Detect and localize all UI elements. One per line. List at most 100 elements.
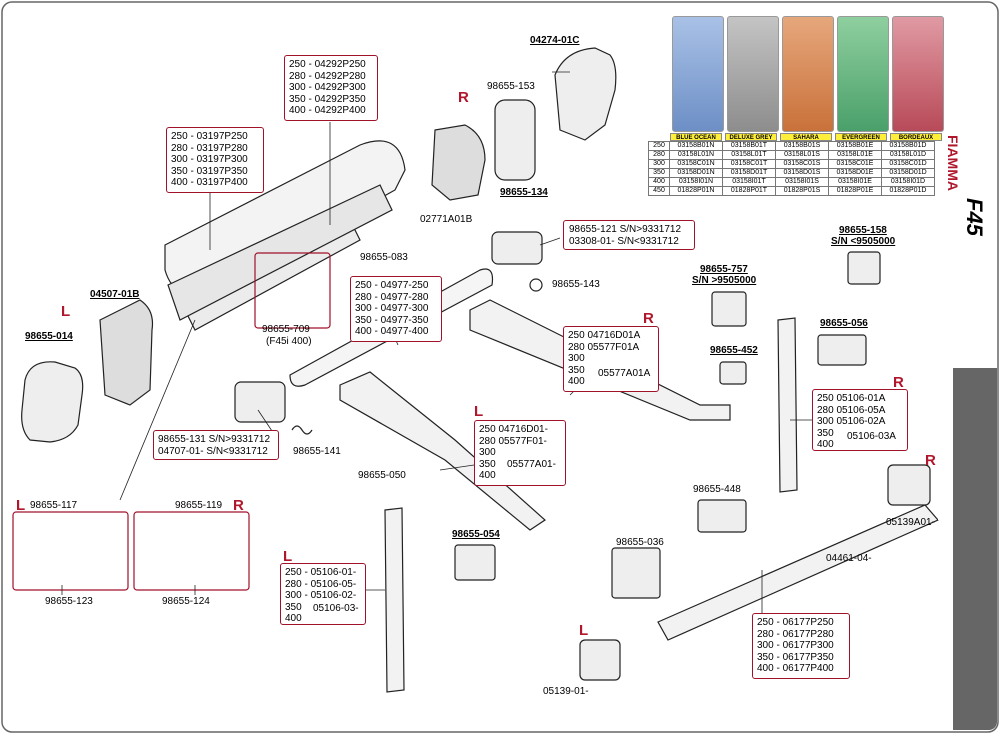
box-04977-row: 300 - 04977-300 — [355, 303, 429, 314]
label-98655-448: 98655-448 — [693, 484, 741, 495]
label-98655-083: 98655-083 — [360, 252, 408, 263]
side-marker-r-arm: R — [643, 310, 654, 327]
label-04274-01c: 04274-01C — [530, 35, 580, 46]
clip-452 — [719, 361, 747, 385]
fabric-code-cell: 03158L01E — [828, 150, 882, 160]
box-98655-131-row: 04707-01- S/N<9331712 — [158, 445, 268, 457]
label-98655-054: 98655-054 — [452, 529, 500, 540]
box-05106-left: 250 - 05106-01- 280 - 05106-05- 300 - 05… — [280, 563, 366, 625]
fabric-code-cell: 01828P01S — [775, 186, 829, 196]
box-05106r-row: 400 — [817, 439, 834, 450]
end-piece-05139A — [887, 464, 931, 506]
box-04292-row: 300 - 04292P300 — [289, 82, 366, 93]
label-98655-709-note: (F45i 400) — [266, 336, 312, 347]
box-98655-121-row: 98655-121 S/N>9331712 — [569, 224, 682, 235]
box-05106l-row: 400 — [285, 613, 302, 624]
side-marker-l-gearbox: L — [61, 303, 71, 320]
swatch-sahara — [782, 16, 834, 132]
side-marker-r-leg: R — [893, 374, 904, 391]
box-03197-row: 280 - 03197P280 — [171, 142, 248, 154]
fabric-code-cell: 03158B01D — [881, 141, 935, 151]
front-profile — [657, 504, 939, 641]
fabric-code-cell: 03158I01S — [775, 177, 829, 187]
end-piece-05139 — [579, 639, 621, 681]
side-marker-r-end: R — [925, 452, 936, 469]
box-04977-row: 400 - 04977-400 — [355, 326, 429, 337]
box-04716r-row: 400 — [568, 376, 585, 387]
end-cap-left — [21, 361, 84, 443]
swatch-evergreen — [837, 16, 889, 132]
motor-131 — [234, 381, 286, 423]
spring-141 — [291, 425, 313, 435]
box-04716r-row: 250 04716D01A — [568, 330, 641, 341]
box-03197-row: 300 - 03197P300 — [171, 154, 248, 165]
box-05106r-row: 250 05106-01A — [817, 393, 886, 404]
part-153 — [494, 99, 536, 181]
box-04716r-row: 280 05577F01A — [568, 341, 640, 353]
fabric-code-cell: 03158I01D — [881, 177, 935, 187]
bracket-056 — [817, 334, 867, 366]
label-98655-141: 98655-141 — [293, 446, 341, 457]
box-04977-row: 350 - 04977-350 — [355, 314, 429, 326]
box-04716-right: 250 04716D01A 280 05577F01A 300 350 400 … — [563, 326, 659, 392]
box-06177-row: 250 - 06177P250 — [757, 617, 834, 628]
box-06177-row: 280 - 06177P280 — [757, 628, 834, 640]
label-04507-01b: 04507-01B — [90, 289, 140, 300]
fabric-code-cell: 01828P01T — [722, 186, 776, 196]
box-04292-row: 250 - 04292P250 — [289, 59, 366, 70]
fabric-code-cell: 03158L01D — [881, 150, 935, 160]
box-05106-right: 250 05106-01A 280 05106-05A 300 05106-02… — [812, 389, 908, 451]
fabric-size-cell: 300 — [648, 159, 670, 169]
fabric-code-cell: 03158I01E — [828, 177, 882, 187]
box-05106l-row: 300 - 05106-02- — [285, 590, 357, 601]
label-98655-123: 98655-123 — [45, 596, 93, 607]
label-98655-036: 98655-036 — [616, 537, 664, 548]
box-05106r-brace: 05106-03A — [847, 431, 896, 442]
swatch-blue-ocean — [672, 16, 724, 132]
box-05106l-row: 280 - 05106-05- — [285, 578, 357, 590]
box-03197-row: 250 - 03197P250 — [171, 131, 248, 142]
box-03197-row: 350 - 03197P350 — [171, 165, 248, 177]
label-98655-143: 98655-143 — [552, 279, 600, 290]
side-marker-l-arm: L — [474, 403, 484, 420]
box-04292: 250 - 04292P250 280 - 04292P280 300 - 04… — [284, 55, 378, 121]
box-04977: 250 - 04977-250 280 - 04977-280 300 - 04… — [350, 276, 442, 342]
label-98655-056: 98655-056 — [820, 318, 868, 329]
fabric-code-cell: 03158D01N — [669, 168, 723, 178]
brand-model: F45 — [962, 198, 987, 236]
box-06177-row: 350 - 06177P350 — [757, 651, 834, 663]
end-cap-right — [554, 47, 617, 141]
box-06177-row: 300 - 06177P300 — [757, 640, 834, 651]
box-06177: 250 - 06177P250 280 - 06177P280 300 - 06… — [752, 613, 850, 679]
box-05106l-row: 350 — [285, 601, 302, 613]
label-98655-119: 98655-119 — [175, 500, 223, 511]
fabric-code-cell: 03158B01S — [775, 141, 829, 151]
box-04716l-row: 350 — [479, 458, 496, 470]
fabric-size-cell: 400 — [648, 177, 670, 187]
box-05106r-row: 280 05106-05A — [817, 404, 886, 416]
box-04292-row: 350 - 04292P350 — [289, 93, 366, 105]
label-98655-050: 98655-050 — [358, 470, 406, 481]
gearbox-left — [99, 299, 154, 406]
fabric-code-cell: 03158L01T — [722, 150, 776, 160]
bracket-158 — [847, 251, 881, 285]
box-98655-131-row: 98655-131 S/N>9331712 — [158, 434, 271, 445]
fabric-code-cell: 01828P01N — [669, 186, 723, 196]
range-label: 250-400 — [933, 510, 955, 584]
fabric-header-4: BORDEAUX — [890, 133, 942, 141]
range-side-tab — [953, 368, 997, 730]
label-98655-158: 98655-158 — [839, 225, 887, 236]
side-marker-r-gearbox: R — [458, 89, 469, 106]
fabric-code-cell: 03158I01T — [722, 177, 776, 187]
label-98655-757-sn: S/N >9505000 — [692, 275, 757, 286]
leg-left — [384, 507, 405, 693]
detail-box-709 — [254, 252, 331, 329]
fabric-size-cell: 450 — [648, 186, 670, 196]
fabric-code-cell: 01828P01D — [881, 186, 935, 196]
fabric-code-cell: 03158C01D — [881, 159, 935, 169]
label-98655-153: 98655-153 — [487, 81, 535, 92]
